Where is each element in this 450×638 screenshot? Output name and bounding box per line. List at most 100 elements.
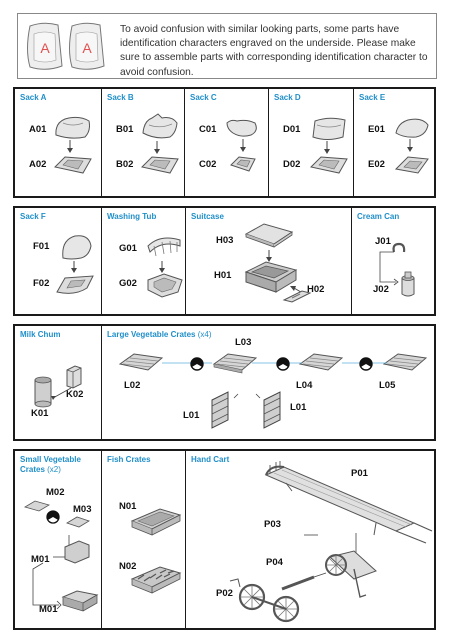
label-l05: L05 bbox=[379, 380, 396, 391]
sack-base-icon bbox=[53, 156, 92, 174]
label-m01-lower: M01 bbox=[39, 604, 58, 615]
sack-base-icon bbox=[230, 156, 256, 172]
label-c02: C02 bbox=[199, 159, 217, 170]
cell-sack-f: Sack F F01 F02 bbox=[15, 208, 101, 314]
arrow-icon bbox=[266, 250, 272, 262]
count-small-crates: (x2) bbox=[47, 465, 61, 474]
label-l01-right: L01 bbox=[290, 402, 307, 413]
cell-sack-d: Sack D D01 D02 bbox=[268, 89, 353, 196]
sack-top-icon bbox=[226, 119, 257, 137]
crate-slats-l04-icon bbox=[298, 353, 344, 371]
crate-slats-l03-icon bbox=[212, 353, 258, 374]
label-h02: H02 bbox=[307, 284, 325, 295]
notice-text: To avoid confusion with similar looking … bbox=[120, 24, 428, 78]
label-f02: F02 bbox=[33, 278, 50, 289]
arrow-icon bbox=[67, 140, 73, 153]
label-d02: D02 bbox=[283, 159, 301, 170]
title-suitcase: Suitcase bbox=[191, 212, 224, 221]
cell-washing-tub: Washing Tub G01 G02 bbox=[101, 208, 185, 314]
glue-icon bbox=[359, 357, 373, 371]
arrow-icon bbox=[154, 141, 160, 154]
sack-base-icon bbox=[56, 275, 94, 294]
tub-body-icon bbox=[147, 273, 183, 298]
cell-cream-can: Cream Can J01 J02 bbox=[351, 208, 434, 314]
title-cream-can: Cream Can bbox=[357, 212, 400, 221]
sack-base-icon bbox=[140, 156, 179, 174]
title-sack-f: Sack F bbox=[20, 212, 46, 221]
engraved-sacks-illustration: A A bbox=[27, 22, 105, 70]
milk-chum-assembly-icon bbox=[34, 365, 82, 408]
label-k02: K02 bbox=[66, 389, 84, 400]
sack-top-icon bbox=[142, 113, 178, 139]
suitcase-body-icon bbox=[244, 261, 298, 293]
label-e02: E02 bbox=[368, 159, 385, 170]
cell-milk-chum: Milk Chum K02 K01 bbox=[15, 326, 101, 439]
label-n01: N01 bbox=[119, 501, 137, 512]
arrow-icon bbox=[159, 261, 165, 273]
title-sack-b: Sack B bbox=[107, 93, 134, 102]
label-l01-left: L01 bbox=[183, 410, 200, 421]
label-h03: H03 bbox=[216, 235, 234, 246]
title-sack-c: Sack C bbox=[190, 93, 217, 102]
arrow-icon bbox=[324, 141, 330, 154]
cell-sack-c: Sack C C01 C02 bbox=[184, 89, 268, 196]
crate-slats-l05-icon bbox=[382, 353, 428, 371]
identification-notice: A A To avoid confusion with similar look… bbox=[17, 13, 437, 79]
label-p01: P01 bbox=[351, 468, 368, 479]
engraved-char-left: A bbox=[40, 40, 50, 56]
label-m01-upper: M01 bbox=[31, 554, 50, 565]
sack-top-icon bbox=[395, 118, 429, 138]
count-large-crates: (x4) bbox=[197, 330, 212, 339]
label-b01: B01 bbox=[116, 124, 134, 135]
label-c01: C01 bbox=[199, 124, 217, 135]
label-b02: B02 bbox=[116, 159, 134, 170]
cell-sack-e: Sack E E01 E02 bbox=[353, 89, 434, 196]
title-milk-chum: Milk Chum bbox=[20, 330, 61, 339]
cell-sack-a: Sack A A01 A02 bbox=[15, 89, 98, 196]
title-sack-a: Sack A bbox=[20, 93, 47, 102]
sack-top-icon bbox=[312, 117, 346, 140]
row-sacks-a-e: Sack A A01 A02 Sack B B01 B02 bbox=[13, 87, 436, 198]
suitcase-lid-icon bbox=[244, 223, 294, 248]
engraved-char-right: A bbox=[82, 40, 92, 56]
label-p03: P03 bbox=[264, 519, 281, 530]
label-h01: H01 bbox=[214, 270, 232, 281]
label-k01: K01 bbox=[31, 408, 49, 419]
label-d01: D01 bbox=[283, 124, 301, 135]
arrow-icon bbox=[240, 139, 246, 152]
cell-fish-crates: Fish Crates N01 N02 bbox=[101, 451, 185, 628]
arrow-icon bbox=[407, 139, 413, 152]
cell-hand-cart: Hand Cart P01 P03 P04 P02 bbox=[185, 451, 434, 628]
cell-large-vegetable-crates: Large Vegetable Crates (x4) L03 L02 L04 … bbox=[101, 326, 434, 439]
title-fish-crates: Fish Crates bbox=[107, 455, 151, 464]
label-p04: P04 bbox=[266, 557, 283, 568]
title-sack-e: Sack E bbox=[359, 93, 386, 102]
title-large-vegetable-crates: Large Vegetable Crates (x4) bbox=[107, 330, 212, 339]
title-washing-tub: Washing Tub bbox=[107, 212, 157, 221]
label-p02: P02 bbox=[216, 588, 233, 599]
label-j01: J01 bbox=[375, 236, 391, 247]
arrow-icon bbox=[71, 261, 77, 273]
sack-top-icon bbox=[55, 116, 90, 139]
hand-cart-assembly-icon bbox=[229, 461, 433, 623]
suitcase-handle-icon bbox=[282, 290, 312, 303]
label-f01: F01 bbox=[33, 241, 50, 252]
glue-icon bbox=[276, 357, 290, 371]
label-g01: G01 bbox=[119, 243, 137, 254]
label-m03: M03 bbox=[73, 504, 92, 515]
fish-crate-empty-icon bbox=[130, 508, 182, 536]
label-l02: L02 bbox=[124, 380, 141, 391]
label-l03: L03 bbox=[235, 337, 252, 348]
fish-crate-full-icon bbox=[130, 566, 182, 594]
small-crates-assembly-icon bbox=[24, 500, 99, 612]
cell-suitcase: Suitcase H03 H01 H02 bbox=[185, 208, 351, 314]
row-sack-f-tub-suitcase-can: Sack F F01 F02 Washing Tub G01 G02 bbox=[13, 206, 436, 316]
sack-base-icon bbox=[394, 156, 429, 174]
row-milk-chum-veg-crates: Milk Chum K02 K01 Large Vegetable Crates… bbox=[13, 324, 436, 441]
cream-can-assembly-icon bbox=[379, 242, 415, 297]
glue-icon bbox=[190, 357, 204, 371]
title-hand-cart: Hand Cart bbox=[191, 455, 230, 464]
